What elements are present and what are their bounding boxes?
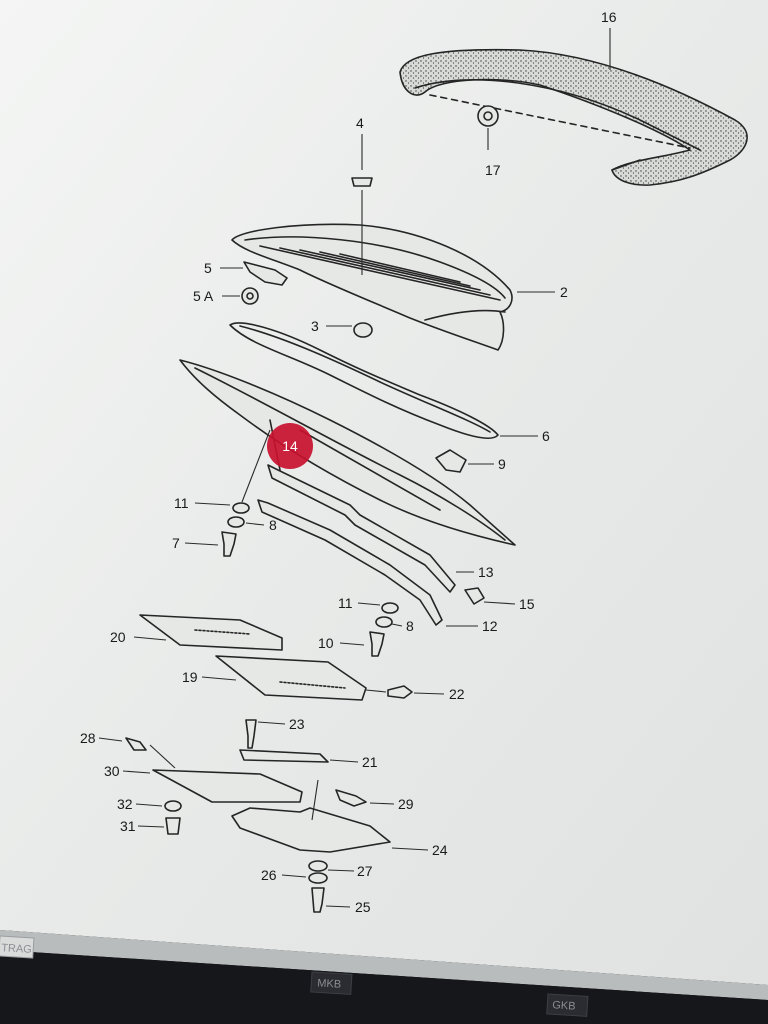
part-bolt-25 xyxy=(311,887,325,913)
taskbar-item-trag-label: TRAG xyxy=(1,942,32,956)
taskbar-item-trag[interactable]: TRAG xyxy=(0,935,35,959)
callout-13: 13 xyxy=(478,564,494,580)
highlight-marker-label: 14 xyxy=(282,438,298,454)
part-lid-panel xyxy=(179,359,516,546)
part-screw-28 xyxy=(125,737,147,751)
callout-31: 31 xyxy=(120,818,136,834)
callout-10: 10 xyxy=(318,635,334,651)
part-plate-30 xyxy=(152,769,303,803)
callout-28: 28 xyxy=(80,730,96,746)
part-screw-29 xyxy=(335,789,367,807)
callout-30: 30 xyxy=(104,763,120,779)
callout-11-upper: 11 xyxy=(174,495,189,511)
callout-21: 21 xyxy=(362,754,378,770)
part-grommet xyxy=(477,105,499,127)
callout-7: 7 xyxy=(172,535,180,551)
part-plug xyxy=(351,177,373,275)
callout-32: 32 xyxy=(117,796,133,812)
callout-8-lower: 8 xyxy=(406,618,414,634)
callout-3: 3 xyxy=(311,318,319,334)
part-plate-20 xyxy=(139,614,283,651)
callout-9: 9 xyxy=(498,456,506,472)
taskbar-item-mkb-label: MKB xyxy=(317,977,342,990)
taskbar-item-mkb[interactable]: MKB xyxy=(310,971,353,995)
part-latch xyxy=(243,261,288,286)
part-spoiler-lip xyxy=(399,48,748,186)
callout-15: 15 xyxy=(519,596,535,612)
part-seal xyxy=(229,322,499,439)
part-fasteners-left xyxy=(221,429,271,557)
part-clip xyxy=(435,449,467,473)
callout-12: 12 xyxy=(482,618,498,634)
callout-24: 24 xyxy=(432,842,448,858)
callout-25: 25 xyxy=(355,899,371,915)
part-fasteners-right xyxy=(369,602,399,657)
screen-bottom-strip xyxy=(0,930,768,1000)
callout-20: 20 xyxy=(110,629,126,645)
callout-17: 17 xyxy=(485,162,501,178)
taskbar-item-gkb[interactable]: GKB xyxy=(546,993,589,1017)
callout-23: 23 xyxy=(289,716,305,732)
callout-6: 6 xyxy=(542,428,550,444)
callout-19: 19 xyxy=(182,669,198,685)
part-strip-21 xyxy=(239,749,329,763)
callout-4: 4 xyxy=(356,115,364,131)
part-bushing xyxy=(353,322,373,338)
callout-5a: 5 A xyxy=(193,288,214,304)
callout-8-upper: 8 xyxy=(269,517,277,533)
part-plate-19 xyxy=(215,655,367,701)
part-clip-15 xyxy=(464,587,485,605)
highlight-marker-14[interactable]: 14 xyxy=(267,423,313,469)
part-washers-27-26 xyxy=(308,860,328,884)
callout-2: 2 xyxy=(560,284,568,300)
part-bracket-upper xyxy=(267,464,456,593)
callout-26: 26 xyxy=(261,867,277,883)
callout-5: 5 xyxy=(204,260,212,276)
part-bolt-31 xyxy=(165,817,181,835)
part-screw-22 xyxy=(387,685,413,699)
part-nut-5a xyxy=(241,287,259,305)
callout-29: 29 xyxy=(398,796,414,812)
callout-16: 16 xyxy=(601,9,617,25)
part-engine-lid xyxy=(231,223,513,351)
taskbar-item-gkb-label: GKB xyxy=(552,999,576,1012)
part-washer-32 xyxy=(164,800,182,812)
callout-11-lower: 11 xyxy=(338,595,353,611)
leader-lines xyxy=(98,28,611,908)
part-tray-24 xyxy=(231,779,391,853)
part-screw-23 xyxy=(245,719,257,749)
part-bracket-lower xyxy=(257,499,443,626)
callout-22: 22 xyxy=(449,686,465,702)
callout-27: 27 xyxy=(357,863,373,879)
